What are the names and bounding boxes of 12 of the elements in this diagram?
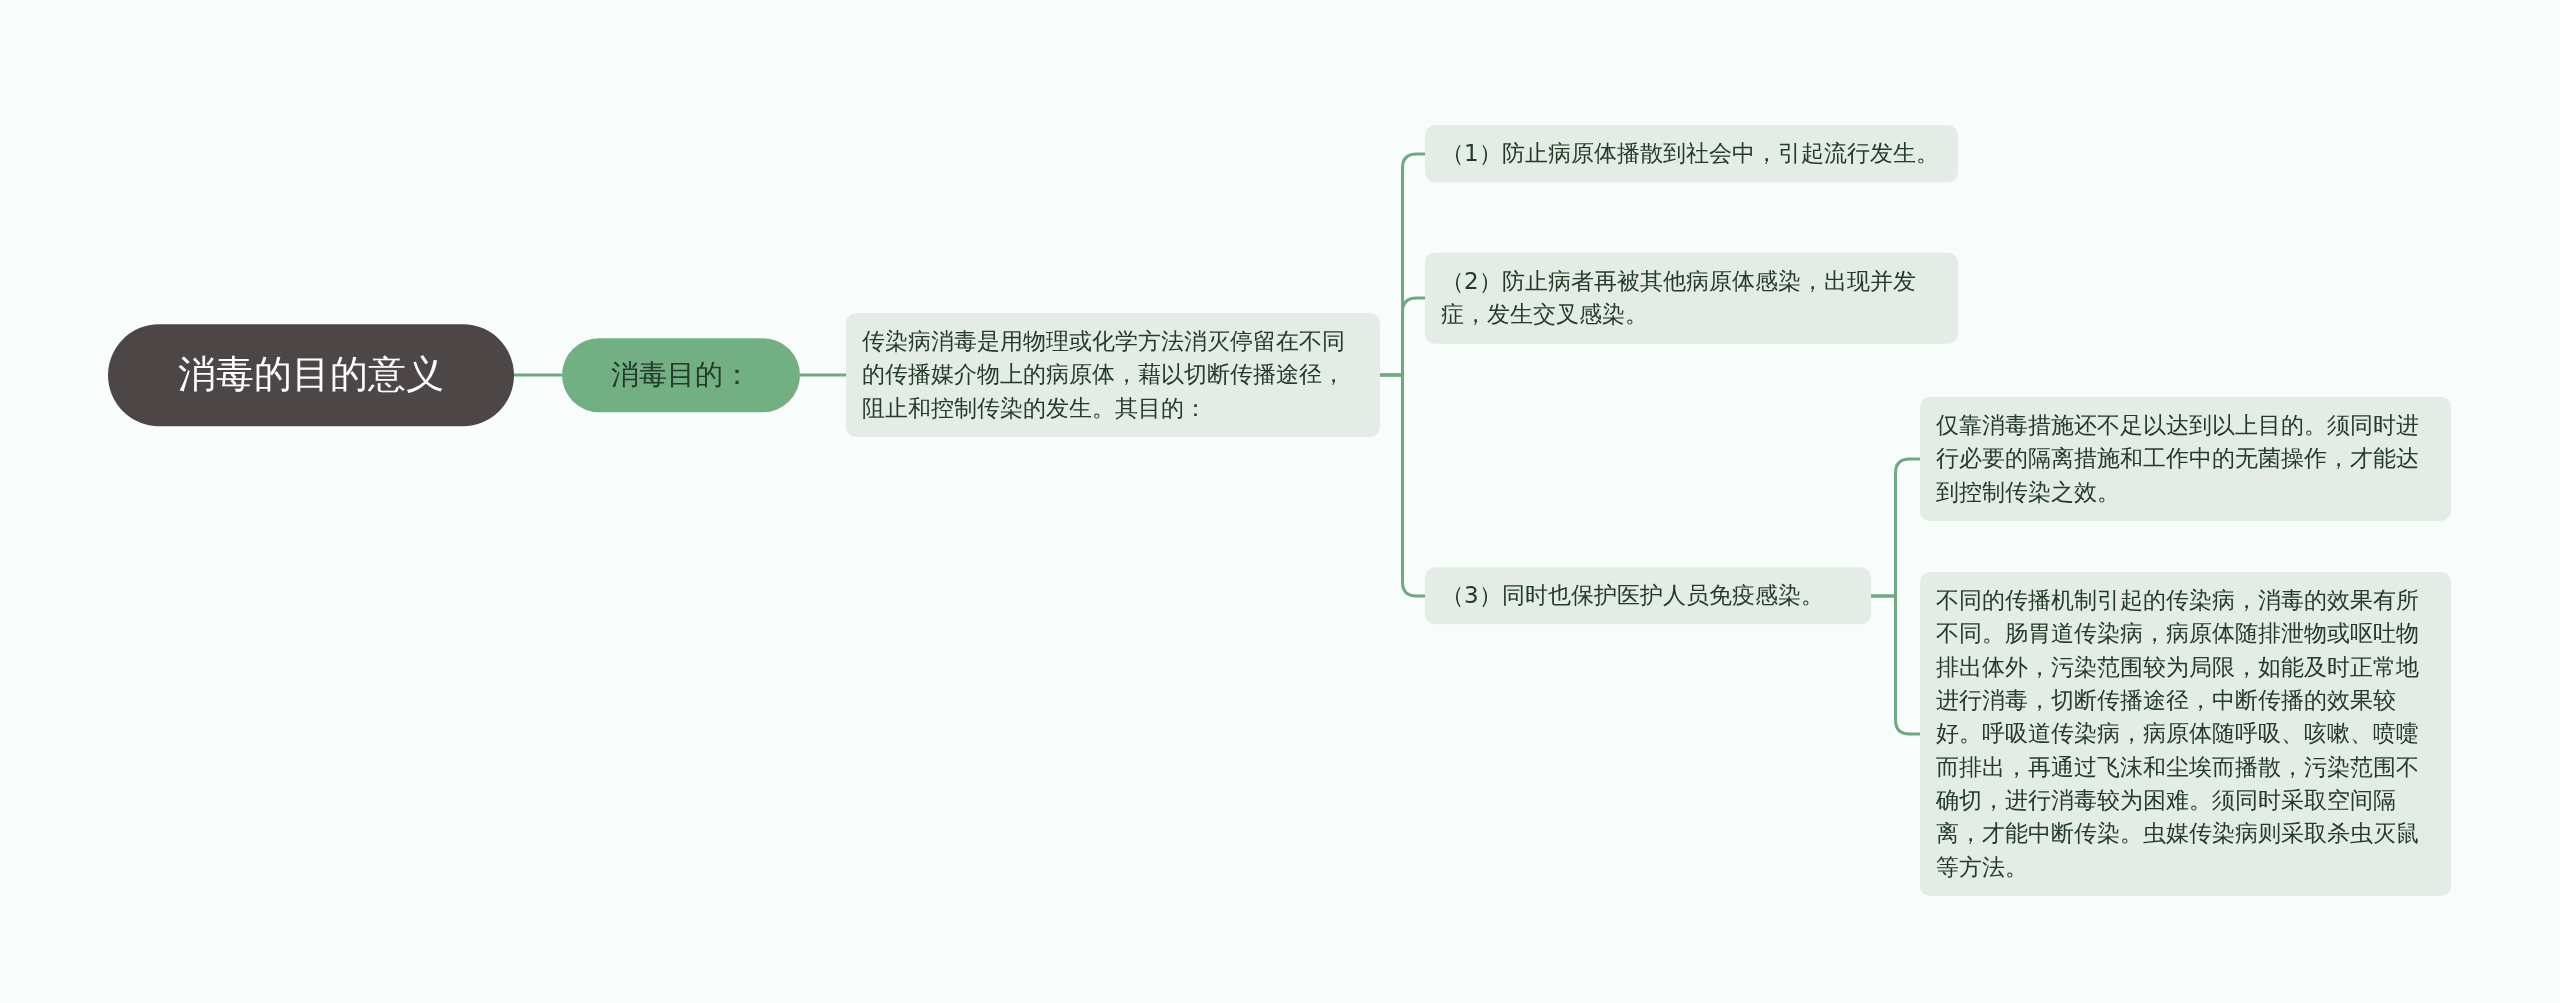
subtopic-card: 传染病消毒是用物理或化学方法消灭停留在不同的传播媒介物上的病原体，藉以切断传播途径，阻止和控制传染的发生。其目的： bbox=[846, 313, 1380, 437]
subtopic-card: （1）防止病原体播散到社会中，引起流行发生。 bbox=[1425, 125, 1958, 183]
connector-line bbox=[514, 373, 562, 377]
subtopic-card: （2）防止病者再被其他病原体感染，出现并发症，发生交叉感染。 bbox=[1425, 252, 1958, 344]
root-topic: 消毒的目的意义 bbox=[108, 324, 514, 426]
connector-line bbox=[1380, 373, 1425, 598]
main-topic: 消毒目的： bbox=[562, 338, 800, 412]
subtopic-card: 仅靠消毒措施还不足以达到以上目的。须同时进行必要的隔离措施和工作中的无菌操作，才能达到控制传染之效。 bbox=[1920, 397, 2451, 521]
connector-line bbox=[800, 373, 846, 377]
subtopic-card: 不同的传播机制引起的传染病，消毒的效果有所不同。肠胃道传染病，病原体随排泄物或呕吐物排出体外，污染范围较为局限，如能及时正常地进行消毒，切断传播途径，中断传播的效果较好。呼吸道传染病，病原体随呼吸、咳嗽、喷嚏而排出，再通过飞沫和尘埃而播散，污染范围不确切，进行消毒较为困难。须同时采取空间隔离，才能中断传染。虫媒传染病则采取杀虫灭鼠等方法。 bbox=[1920, 571, 2451, 897]
connector-line bbox=[1871, 594, 1920, 736]
subtopic-card: （3）同时也保护医护人员免疫感染。 bbox=[1425, 567, 1871, 625]
